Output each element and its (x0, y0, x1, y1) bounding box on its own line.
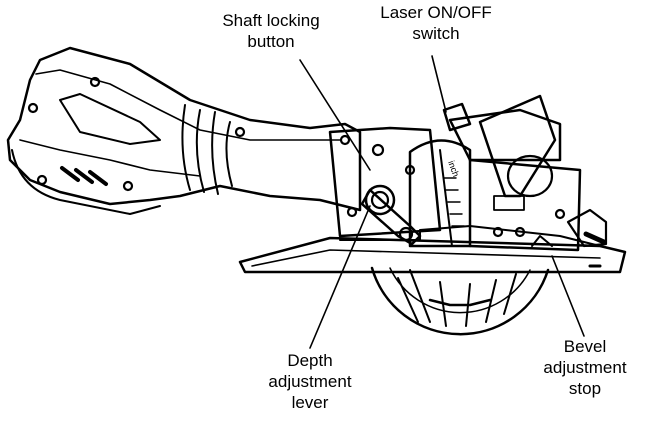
leader-lines (299, 55, 585, 349)
label-line: Shaft locking (222, 11, 320, 30)
blade-guard (408, 94, 582, 252)
scale-text: inch (446, 159, 461, 178)
label-bevel-adjustment-stop: Bevel adjustment stop (530, 336, 640, 399)
label-line: Bevel (563, 337, 607, 356)
saw-blade (370, 266, 550, 336)
depth-lever (360, 188, 422, 246)
label-line: lever (291, 393, 329, 412)
label-line: button (247, 32, 295, 51)
motor-housing (328, 126, 442, 238)
label-line: adjustment (268, 372, 352, 391)
label-laser-switch: Laser ON/OFF switch (366, 2, 506, 44)
label-line: Laser ON/OFF (380, 3, 492, 22)
label-line: switch (412, 24, 460, 43)
label-line: adjustment (543, 358, 627, 377)
label-shaft-locking-button: Shaft locking button (196, 10, 346, 52)
label-depth-adjustment-lever: Depth adjustment lever (250, 350, 370, 413)
label-line: Depth (287, 351, 333, 370)
laser-switch (442, 102, 472, 132)
label-line: stop (568, 379, 602, 398)
bevel-stop (531, 208, 608, 268)
handle-body (6, 46, 362, 215)
